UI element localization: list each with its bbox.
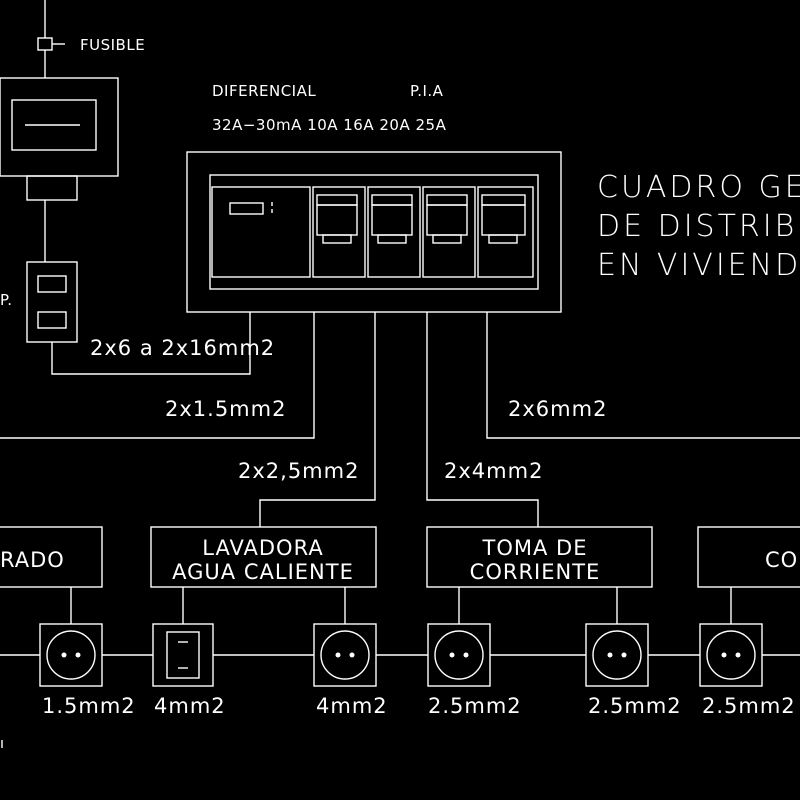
circuit-box-1 xyxy=(0,526,103,588)
circuit-label-lavadora-2: AGUA CALIENTE xyxy=(172,560,354,584)
pia-breaker-20a xyxy=(422,186,476,278)
cable-label-1: 2x1.5mm2 xyxy=(165,397,286,421)
main-switch-box xyxy=(26,261,78,343)
circuit-label-toma-2: CORRIENTE xyxy=(470,560,601,584)
meter-side-fragment: P. xyxy=(0,291,12,309)
socket-outlet-1 xyxy=(39,623,103,687)
differential-breaker xyxy=(211,186,311,278)
feed-to-panel-line xyxy=(51,312,251,375)
switch-outlet xyxy=(152,623,214,687)
cable-label-2: 2x2,5mm2 xyxy=(238,459,359,483)
circuit-label-toma-1: TOMA DE xyxy=(482,536,588,560)
pia-breaker-25a xyxy=(477,186,534,278)
fuse-label: FUSIBLE xyxy=(80,36,145,54)
panel-rail xyxy=(209,174,539,290)
distribution-panel xyxy=(186,151,562,313)
title-line-2: DE DISTRIB xyxy=(597,209,797,244)
circuit-label-1: RADO xyxy=(0,548,65,572)
socket-outlet-4 xyxy=(427,623,491,687)
circuit-box-toma xyxy=(426,526,653,588)
breaker-ratings: 32A−30mA 10A 16A 20A 25A xyxy=(212,116,447,134)
circuit-box-5 xyxy=(697,526,800,588)
cable-label-3: 2x4mm2 xyxy=(444,459,543,483)
cable-run-3 xyxy=(426,312,539,527)
pia-breaker-10a xyxy=(312,186,366,278)
circuit-label-5: CO xyxy=(765,548,798,572)
cable-run-2 xyxy=(259,312,376,527)
differential-header: DIFERENCIAL xyxy=(212,82,316,100)
meter-base xyxy=(26,175,78,201)
section-label-2: 4mm2 xyxy=(154,694,226,718)
panel-enclosure xyxy=(186,151,562,313)
differential-display xyxy=(229,202,264,215)
section-label-1: 1.5mm2 xyxy=(42,694,136,718)
section-label-3: 4mm2 xyxy=(316,694,388,718)
circuit-label-lavadora-1: LAVADORA xyxy=(202,536,323,560)
circuit-box-lavadora xyxy=(150,526,377,588)
section-label-6: 2.5mm2 xyxy=(702,694,796,718)
socket-outlet-5 xyxy=(585,623,649,687)
title-line-3: EN VIVIENDA xyxy=(597,248,800,283)
section-label-5: 2.5mm2 xyxy=(588,694,682,718)
socket-outlet-6 xyxy=(699,623,763,687)
cable-label-feed: 2x6 a 2x16mm2 xyxy=(90,336,275,360)
cable-label-4: 2x6mm2 xyxy=(508,397,607,421)
cable-run-1 xyxy=(0,312,315,439)
supply-column xyxy=(0,0,251,375)
pia-breaker-16a xyxy=(367,186,421,278)
socket-outlet-3 xyxy=(313,623,377,687)
main-switch-upper xyxy=(37,275,67,293)
pia-header: P.I.A xyxy=(410,82,444,100)
meter-box xyxy=(0,77,119,177)
fuse-symbol xyxy=(37,37,53,51)
title-line-1: CUADRO GE xyxy=(597,170,800,205)
section-label-4: 2.5mm2 xyxy=(428,694,522,718)
meter-window xyxy=(11,99,97,151)
main-switch-lower xyxy=(37,311,67,329)
cable-run-4 xyxy=(486,312,800,439)
